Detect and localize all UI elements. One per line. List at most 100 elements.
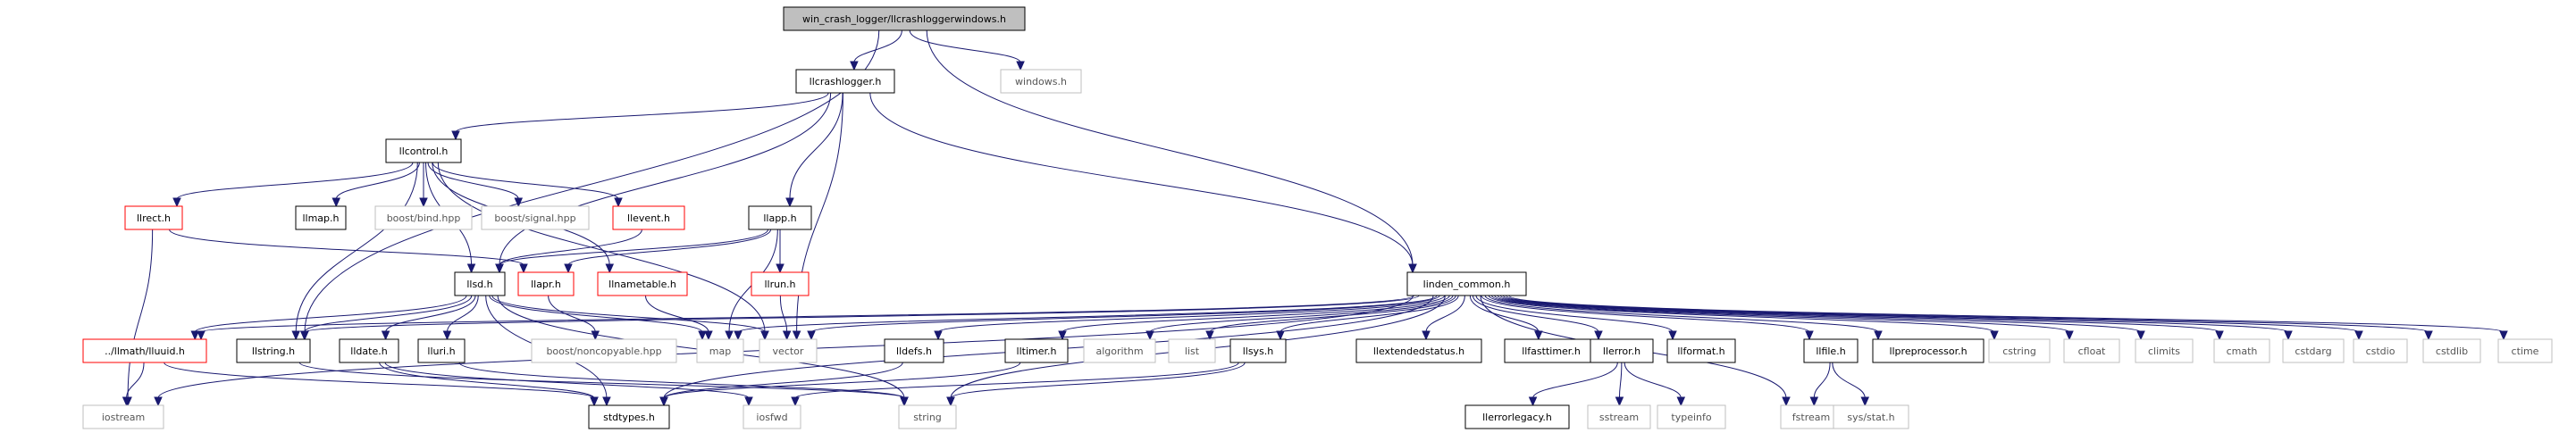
node-list[interactable]: list (1168, 338, 1216, 363)
node-llapr[interactable]: llapr.h (517, 271, 575, 296)
node-label: ../llmath/lluuid.h (105, 346, 185, 357)
node-lldefs[interactable]: lldefs.h (884, 338, 944, 363)
arrowhead-llfile-to-fstream (1809, 396, 1819, 407)
edge-lindencommon-to-cmath (1497, 295, 2220, 333)
node-label: lluri.h (427, 346, 455, 357)
node-stdtypes[interactable]: stdtypes.h (588, 404, 670, 429)
edge-llcrashlogger-to-llapp (789, 92, 843, 200)
node-label: sys/stat.h (1847, 412, 1894, 423)
node-label: cstdarg (2295, 346, 2331, 357)
edge-root-to-lindencommon (926, 29, 1414, 266)
node-label: llfile.h (1816, 346, 1845, 357)
node-label: ctime (2512, 346, 2539, 357)
node-llfasttimer[interactable]: llfasttimer.h (1504, 338, 1598, 363)
arrowhead-lindencommon-to-ctime (2499, 330, 2508, 341)
node-box (374, 205, 473, 230)
edge-llapp-to-llsd (499, 229, 769, 266)
node-cfloat[interactable]: cfloat (2063, 338, 2120, 363)
arrowhead-lindencommon-to-list (1205, 330, 1214, 341)
node-cmath[interactable]: cmath (2213, 338, 2270, 363)
node-cstdarg[interactable]: cstdarg (2282, 338, 2345, 363)
node-label: llapr.h (531, 279, 561, 290)
node-llpreprocessor[interactable]: llpreprocessor.h (1872, 338, 1984, 363)
node-llevent[interactable]: llevent.h (612, 205, 685, 230)
node-llsd[interactable]: llsd.h (454, 271, 506, 296)
arrowhead-lindencommon-to-llerror (1594, 330, 1603, 341)
node-llstring[interactable]: llstring.h (236, 338, 311, 363)
node-label: list (1185, 346, 1200, 357)
edge-llrect-to-iostream (127, 229, 154, 399)
edge-lluuid-to-iostream (126, 362, 145, 399)
node-algorithm[interactable]: algorithm (1083, 338, 1156, 363)
edge-llcontrol-to-llstring (295, 162, 418, 333)
node-llcontrol[interactable]: llcontrol.h (385, 138, 462, 163)
node-lluuid[interactable]: ../llmath/lluuid.h (82, 338, 207, 363)
arrowhead-llcontrol-to-llevent (614, 197, 623, 208)
node-boostnoncopyable[interactable]: boost/noncopyable.hpp (531, 338, 677, 363)
edge-lltimer-to-stdtypes (663, 362, 1021, 399)
node-llapp[interactable]: llapp.h (748, 205, 812, 230)
node-label: boost/signal.hpp (494, 212, 575, 224)
node-fstream[interactable]: fstream (1780, 404, 1842, 429)
node-box (597, 271, 688, 296)
node-iosfwd[interactable]: iosfwd (743, 404, 801, 429)
node-box (1083, 338, 1156, 363)
edge-llevent-to-llsd (499, 229, 642, 266)
node-box (1000, 69, 1082, 94)
node-label: boost/bind.hpp (387, 212, 461, 224)
node-llnametable[interactable]: llnametable.h (597, 271, 688, 296)
arrowhead-root-to-windows (1016, 61, 1025, 71)
node-boostbind[interactable]: boost/bind.hpp (374, 205, 473, 230)
node-lltimer[interactable]: lltimer.h (1004, 338, 1069, 363)
arrowhead-lindencommon-to-map (734, 330, 743, 341)
node-llmap[interactable]: llmap.h (295, 205, 347, 230)
node-llerror[interactable]: llerror.h (1590, 338, 1654, 363)
node-lindencommon[interactable]: linden_common.h (1406, 271, 1527, 296)
node-typeinfo[interactable]: typeinfo (1657, 404, 1726, 429)
arrowhead-lltimer-to-stdtypes (659, 396, 668, 407)
node-llsys[interactable]: llsys.h (1229, 338, 1287, 363)
node-lldate[interactable]: lldate.h (339, 338, 399, 363)
node-label: lldefs.h (896, 346, 932, 357)
node-windows[interactable]: windows.h (1000, 69, 1082, 94)
node-label: vector (773, 346, 804, 357)
edge-lindencommon-to-list (1209, 295, 1456, 333)
node-boostsignal[interactable]: boost/signal.hpp (481, 205, 590, 230)
node-llextendedstatus[interactable]: llextendedstatus.h (1355, 338, 1482, 363)
node-llerrorlegacy[interactable]: llerrorlegacy.h (1464, 404, 1570, 429)
node-llcrashlogger[interactable]: llcrashlogger.h (795, 69, 895, 94)
node-label: stdtypes.h (603, 412, 655, 423)
node-climits[interactable]: climits (2135, 338, 2194, 363)
edge-lldate-to-stdtypes (379, 362, 595, 399)
node-iostream[interactable]: iostream (82, 404, 164, 429)
node-box (531, 338, 677, 363)
edge-llcontrol-to-vector (437, 162, 766, 333)
node-box (612, 205, 685, 230)
edge-llfile-to-sysstat (1832, 362, 1866, 399)
node-ctime[interactable]: ctime (2497, 338, 2553, 363)
node-cstdlib[interactable]: cstdlib (2422, 338, 2481, 363)
node-label: typeinfo (1671, 412, 1711, 423)
arrowhead-llcontrol-to-llrect (172, 197, 181, 208)
node-cstdio[interactable]: cstdio (2353, 338, 2408, 363)
node-llrect[interactable]: llrect.h (124, 205, 183, 230)
node-llfile[interactable]: llfile.h (1803, 338, 1859, 363)
node-cstring[interactable]: cstring (1988, 338, 2051, 363)
node-label: llrun.h (764, 279, 795, 290)
node-box (2213, 338, 2270, 363)
node-sysstat[interactable]: sys/stat.h (1833, 404, 1909, 429)
node-label: llpreprocessor.h (1889, 346, 1967, 357)
arrowhead-llrun-to-vector (782, 330, 792, 341)
edge-lindencommon-to-lldefs (937, 295, 1446, 333)
node-map[interactable]: map (696, 338, 744, 363)
node-sstream[interactable]: sstream (1587, 404, 1651, 429)
arrowhead-llapp-to-llsd (495, 263, 504, 274)
node-vector[interactable]: vector (759, 338, 818, 363)
node-llrun[interactable]: llrun.h (751, 271, 810, 296)
node-box (1229, 338, 1287, 363)
node-string[interactable]: string (898, 404, 957, 429)
node-lluri[interactable]: lluri.h (417, 338, 466, 363)
dependency-edges (126, 29, 2505, 399)
node-llformat[interactable]: llformat.h (1666, 338, 1736, 363)
